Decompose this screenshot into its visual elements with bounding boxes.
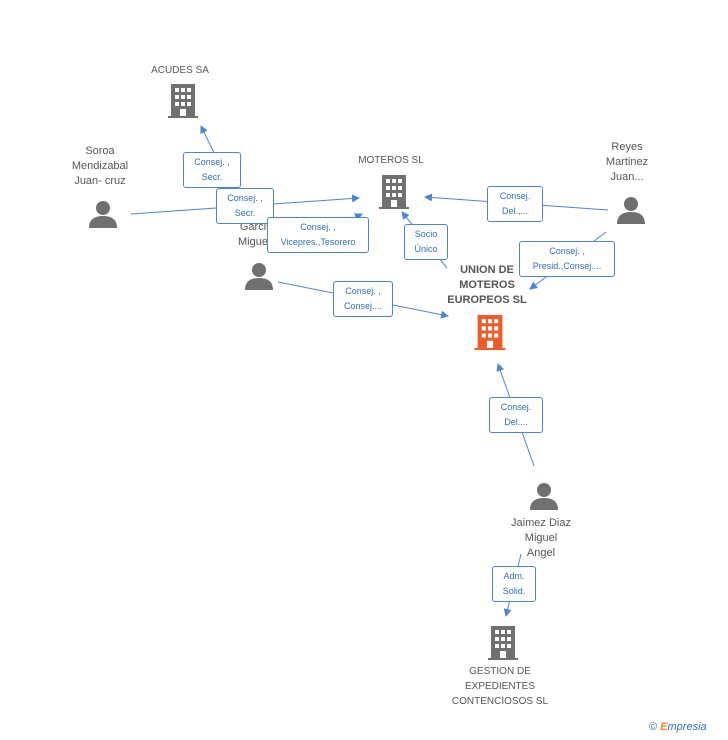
node-label-reyes-line1: Reyes <box>611 141 643 153</box>
edge-label-line: Presid.,Consej.... <box>532 261 602 271</box>
edge-label-line: Consej. <box>500 402 532 412</box>
edge-label-line: Vicepres.,Tesorero <box>280 237 356 247</box>
edge-label-line: Secr. <box>201 172 223 182</box>
edge-label-line: Solid. <box>502 586 526 596</box>
edge-label-reyes-moteros[interactable]: Consej. Del.,... <box>487 186 543 222</box>
brand-logo-e: E <box>660 721 668 733</box>
node-label-moteros: MOTEROS SL <box>358 155 424 166</box>
edge-label-line: Consej. <box>499 191 531 201</box>
person-icon[interactable] <box>529 482 559 510</box>
edge-label-line: Adm. <box>503 571 525 581</box>
node-label-soroa-line1: Soroa <box>85 145 115 157</box>
edge-label-reyes-union[interactable]: Consej. , Presid.,Consej.... <box>519 241 615 277</box>
node-label-reyes-line2: Martinez <box>605 156 649 168</box>
edge-label-garci-moteros[interactable]: Consej. , Vicepres.,Tesorero <box>267 217 369 253</box>
node-label-jaimez: Jaimez Diaz Miguel Angel <box>491 516 591 561</box>
edge-label-line: Único <box>414 244 438 254</box>
node-label-garci-line2: Migue <box>238 236 268 248</box>
node-label-soroa-line3: Juan- cruz <box>74 175 126 187</box>
node-label-reyes-line3: Juan... <box>610 171 644 183</box>
person-icon[interactable] <box>616 196 646 224</box>
person-icon[interactable] <box>88 200 118 228</box>
edge-label-garci-union[interactable]: Consej. , Consej.... <box>333 281 393 317</box>
edge-label-line: Consej. , <box>549 246 585 256</box>
edge-label-line: Consej. , <box>227 193 263 203</box>
node-label-union: UNION DE MOTEROS EUROPEOS SL <box>427 263 547 308</box>
building-icon[interactable] <box>379 175 409 209</box>
edge-label-soroa-moteros[interactable]: Consej. , Secr. <box>216 188 274 224</box>
building-icon[interactable] <box>488 626 518 660</box>
person-icon[interactable] <box>244 262 274 290</box>
edge-label-jaimez-union[interactable]: Consej. Del.... <box>489 397 543 433</box>
brand-watermark: © Empresia <box>649 721 707 733</box>
node-label-gestion-line1: GESTION DE <box>469 666 531 677</box>
node-label-jaimez-line1: Jaimez Diaz <box>511 517 571 529</box>
node-label-union-line2: MOTEROS <box>459 279 515 291</box>
node-label-gestion-line3: CONTENCIOSOS SL <box>451 696 549 707</box>
building-icon[interactable] <box>168 84 198 118</box>
node-label-soroa-line2: Mendizabal <box>71 160 129 172</box>
edge-label-line: Secr. <box>234 208 256 218</box>
node-label-garci: Garci Migue <box>218 220 288 250</box>
node-label-gestion-line2: EXPEDIENTES <box>464 681 536 692</box>
edge-label-line: Del.... <box>504 417 528 427</box>
node-label-garci-line1: Garci <box>239 221 267 233</box>
node-label-union-line1: UNION DE <box>460 264 514 276</box>
node-label-jaimez-line3: Angel <box>526 547 556 559</box>
edge-label-union-moteros[interactable]: Socio Único <box>404 224 448 260</box>
node-label-reyes: Reyes Martinez Juan... <box>582 140 672 185</box>
edge-label-line: Consej. , <box>345 286 381 296</box>
edge-label-line: Del.,... <box>501 206 528 216</box>
node-label-union-line3: EUROPEOS SL <box>447 294 527 306</box>
node-label-jaimez-line2: Miguel <box>524 532 558 544</box>
brand-logo-text: mpresia <box>667 721 707 733</box>
node-label-soroa: Soroa Mendizabal Juan- cruz <box>50 144 150 189</box>
node-label-gestion: GESTION DE EXPEDIENTES CONTENCIOSOS SL <box>430 664 570 709</box>
edge-label-jaimez-gestion[interactable]: Adm. Solid. <box>492 566 536 602</box>
copyright-icon: © <box>649 721 658 733</box>
edge-label-line: Socio <box>414 229 438 239</box>
building-icon-main[interactable] <box>474 315 506 350</box>
edge-label-line: Consej. , <box>300 222 336 232</box>
edge-label-soroa-acudes[interactable]: Consej. , Secr. <box>183 152 241 188</box>
node-label-acudes: ACUDES SA <box>151 65 209 76</box>
edge-label-line: Consej. , <box>194 157 230 167</box>
edge-label-line: Consej.... <box>343 301 383 311</box>
